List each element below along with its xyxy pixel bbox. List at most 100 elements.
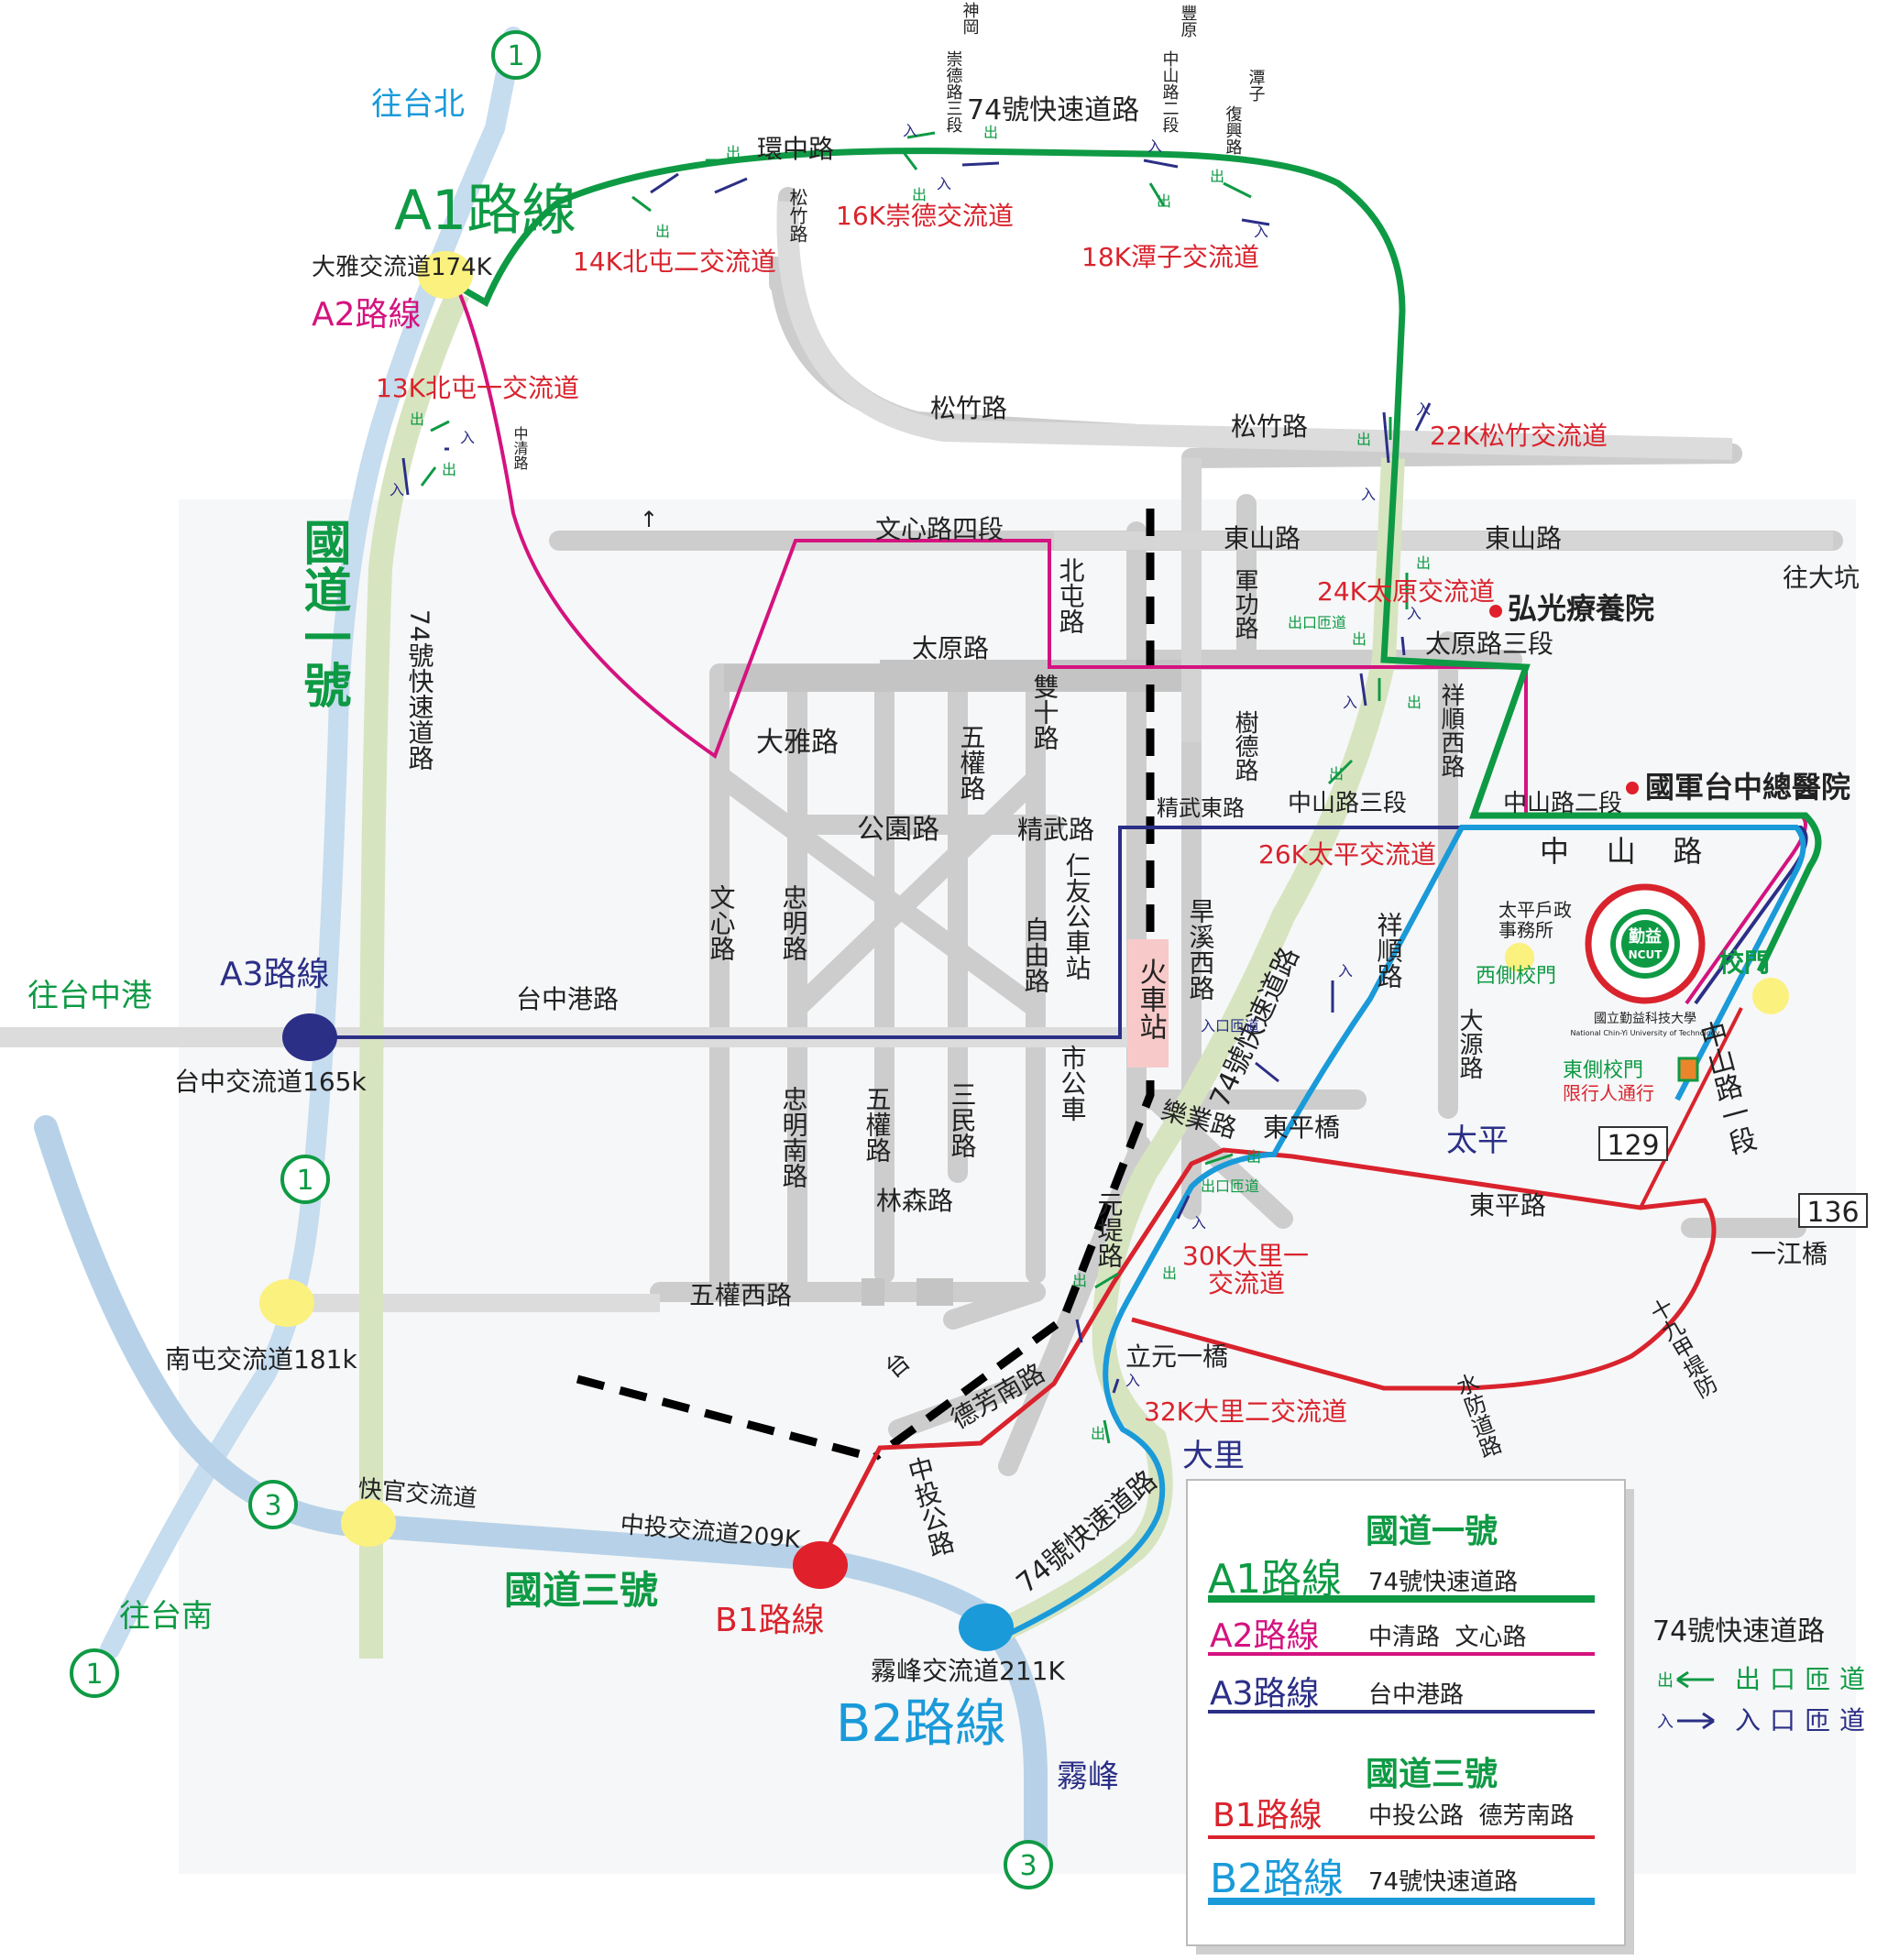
highway-shield-3-west: 3 <box>248 1480 298 1529</box>
zhongqing-road-label: 中清路 <box>511 426 529 470</box>
wenxin-road-label: 文心路 <box>707 884 737 961</box>
hongguang-label: 弘光療養院 <box>1508 591 1654 626</box>
taichung-ic-label: 台中交流道165k <box>174 1067 367 1097</box>
wufeng-interchange-marker[interactable] <box>959 1604 1014 1651</box>
train-station-box <box>1127 939 1169 1068</box>
taiping-label: 太平 <box>1446 1122 1509 1159</box>
wufeng-label: 霧峰 <box>1057 1758 1119 1795</box>
daya-interchange-marker[interactable] <box>418 251 473 299</box>
shield-number: 1 <box>507 40 524 72</box>
east-gate-label[interactable]: 東側校門 <box>1563 1059 1643 1082</box>
zhongtou-interchange-marker[interactable] <box>793 1541 848 1589</box>
exit-char-2: 出 <box>655 223 670 240</box>
school-gate-label[interactable]: 校門 <box>1718 947 1770 978</box>
entry-char-4: 入 <box>1254 223 1268 240</box>
hanxi-west-label: 旱溪西路 <box>1186 898 1216 1001</box>
legend-b1-desc: 中投公路 德芳南路 <box>1368 1802 1575 1830</box>
route-136-label: 136 <box>1806 1197 1859 1229</box>
household-office-label-2: 事務所 <box>1498 919 1553 941</box>
shield-number: 3 <box>264 1490 281 1522</box>
hongguang-dot <box>1489 605 1502 618</box>
linsen-road-label: 林森路 <box>876 1186 953 1216</box>
taiyuan-road-label: 太原路 <box>912 633 989 663</box>
dongshan-road-label-1: 東山路 <box>1224 523 1301 553</box>
taichung-interchange-marker[interactable] <box>282 1013 337 1061</box>
exit-char-15: 出 <box>1091 1425 1105 1442</box>
highway-shield-1-bottom: 1 <box>70 1648 119 1698</box>
city-bus-label: 市公車 <box>1058 1045 1088 1122</box>
main-gray-roads <box>724 660 1182 1306</box>
entry-char-7: 入 <box>1407 605 1421 622</box>
highway-shield-3-south: 3 <box>1004 1840 1053 1889</box>
zhongshan-big-label: 中 山 路 <box>1540 834 1702 869</box>
route-b1-connector <box>1639 1007 1743 1209</box>
jingwu-east-label: 精武東路 <box>1157 795 1245 821</box>
ic24k-label: 24K太原交流道 <box>1317 576 1495 607</box>
exit-char-3: 出 <box>983 124 998 141</box>
west-gate-label[interactable]: 西側校門 <box>1476 965 1556 988</box>
zhongshan2-vertical-label: 中山路二段 <box>1160 50 1180 133</box>
legend-a2-desc: 中清路 文心路 <box>1368 1624 1527 1651</box>
entry-char-10: 入 <box>1191 1214 1206 1232</box>
exit-ramp-label-30k: 出口匝道 <box>1201 1177 1259 1195</box>
entry-char-11: 入 <box>1125 1372 1140 1389</box>
ic13k-label: 13K北屯一交流道 <box>376 373 579 403</box>
exit-char-4: 出 <box>912 186 927 203</box>
national3-label: 國道三號 <box>504 1568 658 1613</box>
shuangshi-road-label: 雙十路 <box>1030 673 1060 750</box>
liyuan-bridge-label: 立元一橋 <box>1125 1341 1228 1372</box>
entry-char-12: 入 <box>460 429 475 446</box>
to-dakeng-label: 往大坑 <box>1783 563 1860 593</box>
wuquan-south-label: 五權路 <box>862 1086 893 1163</box>
university-en-label: National Chin-Yi University of Technolog… <box>1570 1029 1719 1037</box>
route-a3-line <box>312 826 1808 1039</box>
exp74-top-label: 74號快速道路 <box>967 94 1139 126</box>
exit-ramp-label-24k: 出口匝道 <box>1288 614 1346 631</box>
entry-char-9: 入 <box>1338 962 1353 980</box>
dongping-road-label: 東平路 <box>1469 1190 1546 1221</box>
a1-route-label: A1路線 <box>394 179 576 243</box>
to-tainan-label: 往台南 <box>119 1598 213 1635</box>
legend-b2-label: B2路線 <box>1210 1856 1344 1902</box>
ramp-legend-entry-arrow <box>1677 1712 1715 1730</box>
exit-char-8: 出 <box>1416 554 1431 572</box>
school-gate-marker[interactable] <box>1752 978 1789 1014</box>
songzhu-road-label-2: 松竹路 <box>1231 411 1308 442</box>
b2-route-label: B2路線 <box>836 1694 1006 1754</box>
route-a1-line <box>436 148 1822 973</box>
household-office-marker <box>1505 943 1534 972</box>
sanmin-road-label: 三民路 <box>948 1081 978 1158</box>
to-taichung-port-label: 往台中港 <box>27 978 152 1014</box>
songzhu-road-label-1: 松竹路 <box>930 393 1007 423</box>
exit-char-16: 出 <box>410 411 424 428</box>
exp74-west-label: 74號快速道路 <box>405 609 435 771</box>
ic32k-label: 32K大里二交流道 <box>1144 1396 1347 1427</box>
ramp-arrows <box>401 131 1432 1444</box>
wuquan-road-label: 五權路 <box>957 724 987 801</box>
chongde3-label: 崇德路三段 <box>944 50 963 133</box>
park-road-label: 公園路 <box>857 814 939 846</box>
beitun-road-label: 北屯路 <box>1056 557 1086 634</box>
route-b1-line <box>818 1147 1717 1564</box>
exit-char-12: 出 <box>1246 1148 1261 1166</box>
entry-char-1: 入 <box>903 122 917 139</box>
exit-char-1: 出 <box>726 144 741 161</box>
dongshan-road-label-2: 東山路 <box>1485 523 1562 553</box>
songzhu-vertical-label: 松竹路 <box>786 188 808 243</box>
nantun-interchange-marker[interactable] <box>259 1279 314 1327</box>
zhongming-south-label: 忠明南路 <box>779 1086 809 1188</box>
taichung-port-road-label: 台中港路 <box>516 984 619 1014</box>
exit-char-10: 出 <box>1407 694 1421 711</box>
exit-char-7: 出 <box>1356 431 1371 448</box>
fuxing-road-label: 復興路 <box>1224 105 1243 155</box>
yijiang-bridge-label: 一江橋 <box>1751 1239 1828 1269</box>
pedestrian-only-label: 限行人通行 <box>1563 1082 1654 1104</box>
exit-char-13: 出 <box>1162 1265 1177 1282</box>
legend-box: 國道一號 A1路線 74號快速道路 A2路線 中清路 文心路 A3路線 台中港路… <box>1186 1479 1634 1955</box>
legend-a1-desc: 74號快速道路 <box>1368 1569 1518 1596</box>
armed-forces-hospital-dot <box>1626 782 1639 794</box>
exit-char-6: 出 <box>1210 168 1224 185</box>
entry-char-6: 入 <box>1361 486 1376 503</box>
kuaiguan-interchange-marker[interactable] <box>341 1499 396 1547</box>
